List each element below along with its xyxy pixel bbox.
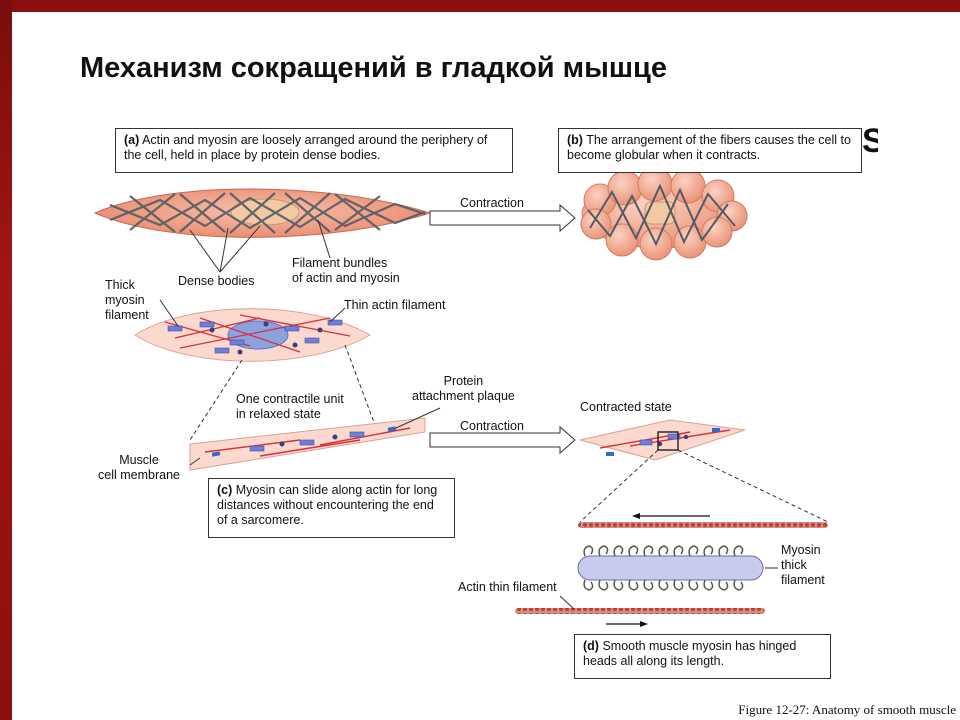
label-protein-plaque: Protein attachment plaque — [412, 374, 515, 403]
caption-d: (d) Smooth muscle myosin has hinged head… — [574, 634, 831, 679]
label-muscle-membrane: Muscle cell membrane — [98, 453, 180, 482]
caption-d-text: Smooth muscle myosin has hinged heads al… — [583, 639, 797, 668]
detail-cell — [134, 308, 371, 362]
label-dense-bodies: Dense bodies — [178, 274, 255, 288]
caption-c-tag: (c) — [217, 483, 233, 497]
relaxed-cell — [93, 188, 432, 238]
slide-frame-left — [0, 0, 12, 720]
label-actin-thin: Actin thin filament — [458, 580, 557, 594]
zoom-lines-1 — [189, 344, 376, 441]
label-thin-actin: Thin actin filament — [344, 298, 446, 312]
relaxed-unit — [189, 417, 426, 471]
caption-b-text: The arrangement of the fibers causes the… — [567, 133, 851, 162]
label-one-contractile-unit: One contractile unit in relaxed state — [236, 392, 344, 421]
label-contraction-top: Contraction — [460, 196, 524, 210]
slide-frame-top — [0, 0, 960, 12]
caption-c-text: Myosin can slide along actin for long di… — [217, 483, 438, 527]
caption-d-tag: (d) — [583, 639, 599, 653]
caption-a-tag: (a) — [124, 133, 140, 147]
figure-caption: Figure 12-27: Anatomy of smooth muscle — [738, 702, 956, 717]
caption-a-text: Actin and myosin are loosely arranged ar… — [124, 133, 488, 162]
contraction-arrow-mid — [429, 425, 576, 455]
caption-c: (c) Myosin can slide along actin for lon… — [208, 478, 455, 538]
contracted-unit — [579, 419, 746, 461]
label-thick-myosin: Thick myosin filament — [105, 278, 149, 322]
leader-lines-a — [189, 219, 331, 273]
caption-b-tag: (b) — [567, 133, 583, 147]
caption-b: (b) The arrangement of the fibers causes… — [558, 128, 862, 173]
label-contraction-mid: Contraction — [460, 419, 524, 433]
myosin-detail — [515, 513, 828, 627]
contraction-arrow-top — [429, 203, 576, 233]
zoom-lines-2 — [579, 449, 829, 523]
label-contracted-state: Contracted state — [580, 400, 672, 414]
label-filament-bundles: Filament bundles of actin and myosin — [292, 256, 400, 285]
slide-title: Механизм сокращений в гладкой мышце — [80, 52, 668, 84]
contracted-cell — [580, 166, 748, 261]
caption-a: (a) Actin and myosin are loosely arrange… — [115, 128, 513, 173]
stray-glyph: S — [862, 122, 878, 160]
label-myosin-thick: Myosin thick filament — [781, 543, 825, 587]
